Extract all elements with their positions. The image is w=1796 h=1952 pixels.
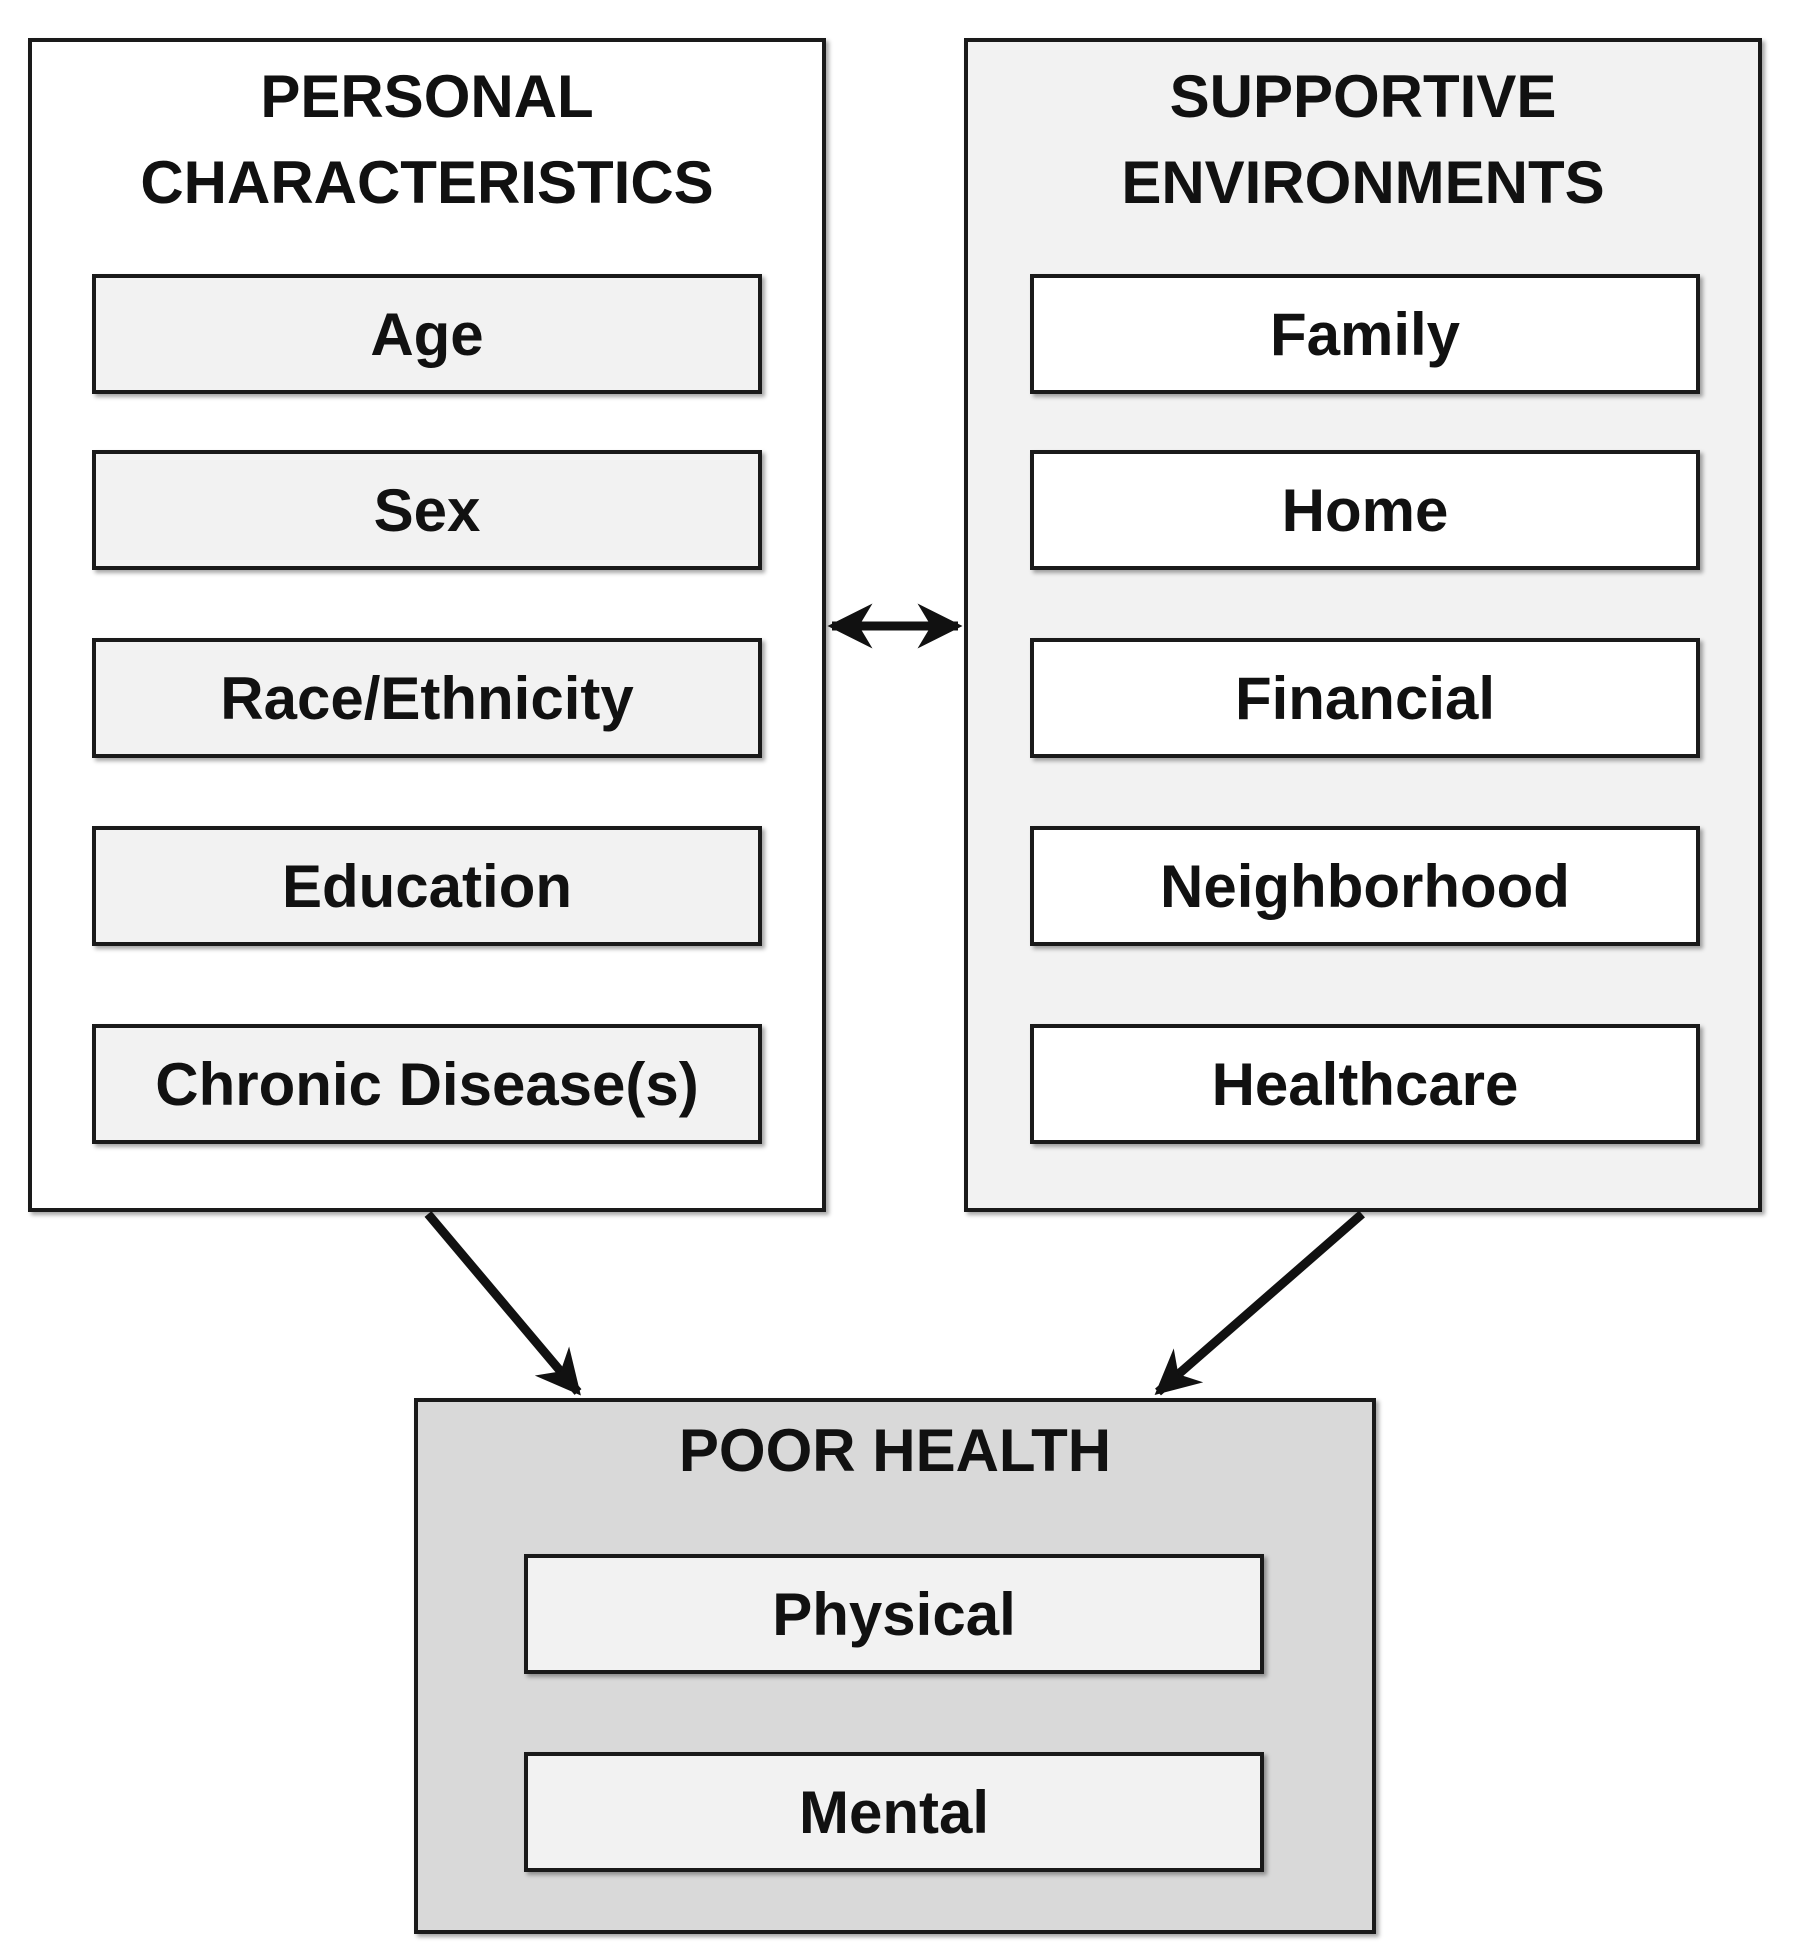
supportive-environments-box: SUPPORTIVE ENVIRONMENTS Family Home Fina… bbox=[964, 38, 1762, 1212]
supportive-environments-title: SUPPORTIVE ENVIRONMENTS bbox=[1121, 63, 1605, 216]
item-family: Family bbox=[1030, 274, 1700, 394]
poor-health-box: POOR HEALTH Physical Mental bbox=[414, 1398, 1376, 1934]
item-race-ethnicity: Race/Ethnicity bbox=[92, 638, 762, 758]
item-physical: Physical bbox=[524, 1554, 1264, 1674]
poor-health-title: POOR HEALTH bbox=[678, 1417, 1112, 1484]
item-age: Age bbox=[92, 274, 762, 394]
item-home: Home bbox=[1030, 450, 1700, 570]
item-education: Education bbox=[92, 826, 762, 946]
item-sex: Sex bbox=[92, 450, 762, 570]
item-financial: Financial bbox=[1030, 638, 1700, 758]
personal-to-health-arrow bbox=[424, 1211, 582, 1396]
item-healthcare: Healthcare bbox=[1030, 1024, 1700, 1144]
item-neighborhood: Neighborhood bbox=[1030, 826, 1700, 946]
item-mental: Mental bbox=[524, 1752, 1264, 1872]
personal-characteristics-title: PERSONAL CHARACTERISTICS bbox=[140, 63, 714, 216]
item-chronic-diseases: Chronic Disease(s) bbox=[92, 1024, 762, 1144]
supportive-to-health-arrow bbox=[1154, 1210, 1365, 1396]
personal-characteristics-box: PERSONAL CHARACTERISTICS Age Sex Race/Et… bbox=[28, 38, 826, 1212]
